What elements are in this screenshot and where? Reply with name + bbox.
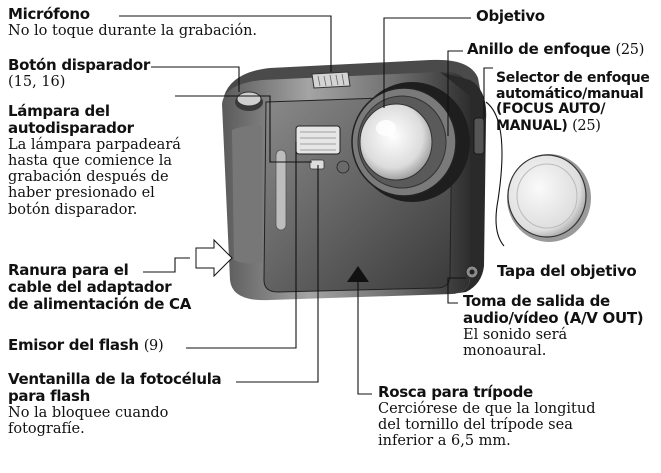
ventanilla-title-1: Ventanilla de la fotocélula — [8, 370, 222, 388]
leader-emisor — [186, 142, 297, 349]
leader-selector — [483, 67, 493, 118]
rosca-desc-1: Cerciórese de que la longitud — [378, 400, 596, 417]
label-anillo: Anillo de enfoque (25) — [467, 41, 644, 58]
label-toma: Toma de salida de audio/vídeo (A/V OUT) … — [463, 292, 644, 359]
arrow-ranura — [195, 238, 233, 278]
boton-ref: (15, 16) — [8, 73, 66, 90]
label-microfono: Micrófono No lo toque durante la grabaci… — [8, 6, 257, 39]
emisor-title: Emisor del flash — [8, 336, 139, 354]
toma-desc-2: monoaural. — [463, 342, 547, 359]
ranura-line-1: Ranura para el — [8, 261, 129, 279]
anillo-ref: (25) — [615, 42, 645, 58]
ranura-line-3: de alimentación de CA — [8, 294, 192, 313]
leader-toma — [447, 277, 466, 304]
microfono-title: Micrófono — [8, 5, 90, 23]
boton-title: Botón disparador — [8, 56, 150, 74]
lens-cap — [507, 154, 591, 242]
lampara-title-2: autodisparador — [8, 118, 134, 137]
ventanilla-desc-1: No la bloquee cuando — [8, 404, 169, 421]
label-boton-disparador: Botón disparador (15, 16) — [8, 57, 150, 90]
microfono-desc: No lo toque durante la grabación. — [8, 22, 258, 39]
label-ventanilla: Ventanilla de la fotocélula para flash N… — [8, 370, 222, 437]
ventanilla-title-2: para flash — [8, 386, 90, 405]
label-objetivo: Objetivo — [476, 8, 545, 25]
camera-body — [222, 59, 487, 301]
leader-ranura — [143, 257, 190, 273]
objetivo-title: Objetivo — [476, 7, 545, 25]
tapa-title: Tapa del objetivo — [497, 262, 637, 280]
lampara-title-1: Lámpara del — [8, 102, 110, 120]
toma-title-1: Toma de salida de — [463, 292, 610, 310]
lampara-desc-2: hasta que comience la — [8, 152, 173, 169]
arrow-rosca — [347, 266, 369, 292]
emisor-ref: (9) — [143, 338, 164, 354]
rosca-desc-3: inferior a 6,5 mm. — [378, 433, 511, 450]
label-selector: Selector de enfoque automático/manual (F… — [496, 70, 650, 135]
ranura-line-2: cable del adaptador — [8, 277, 172, 296]
lampara-desc-3: grabación después de — [8, 169, 169, 186]
lampara-desc-5: botón disparador. — [8, 201, 138, 218]
lampara-desc-4: haber presionado el — [8, 185, 155, 202]
leader-objetivo — [383, 17, 471, 108]
selector-ref: (25) — [572, 118, 601, 135]
leader-lampara — [175, 95, 312, 163]
selector-line-4: MANUAL) — [496, 118, 568, 135]
rosca-desc-2: del tornillo del trípode sea — [378, 417, 573, 434]
selector-line-1: Selector de enfoque — [496, 70, 650, 86]
leader-boton — [151, 66, 240, 92]
leader-anillo — [447, 50, 463, 136]
rosca-title: Rosca para trípode — [378, 383, 533, 401]
ventanilla-desc-2: fotografíe. — [8, 420, 85, 437]
leader-rosca — [357, 268, 372, 395]
label-tapa: Tapa del objetivo — [497, 262, 637, 280]
toma-desc-1: El sonido será — [463, 326, 568, 343]
label-lampara: Lámpara del autodisparador La lámpara pa… — [8, 103, 181, 218]
lampara-desc-1: La lámpara parpadeará — [8, 136, 181, 153]
label-rosca: Rosca para trípode Cerciórese de que la … — [378, 384, 596, 450]
label-emisor-flash: Emisor del flash (9) — [8, 336, 164, 354]
toma-title-2: audio/vídeo (A/V OUT) — [463, 308, 644, 327]
selector-line-2: automático/manual — [496, 85, 644, 102]
selector-line-3: (FOCUS AUTO/ — [496, 101, 606, 118]
leader-ventanilla — [236, 165, 319, 383]
leader-microfono — [119, 15, 332, 72]
anillo-title: Anillo de enfoque — [467, 40, 611, 58]
label-ranura: Ranura para el cable del adaptador de al… — [8, 262, 191, 312]
